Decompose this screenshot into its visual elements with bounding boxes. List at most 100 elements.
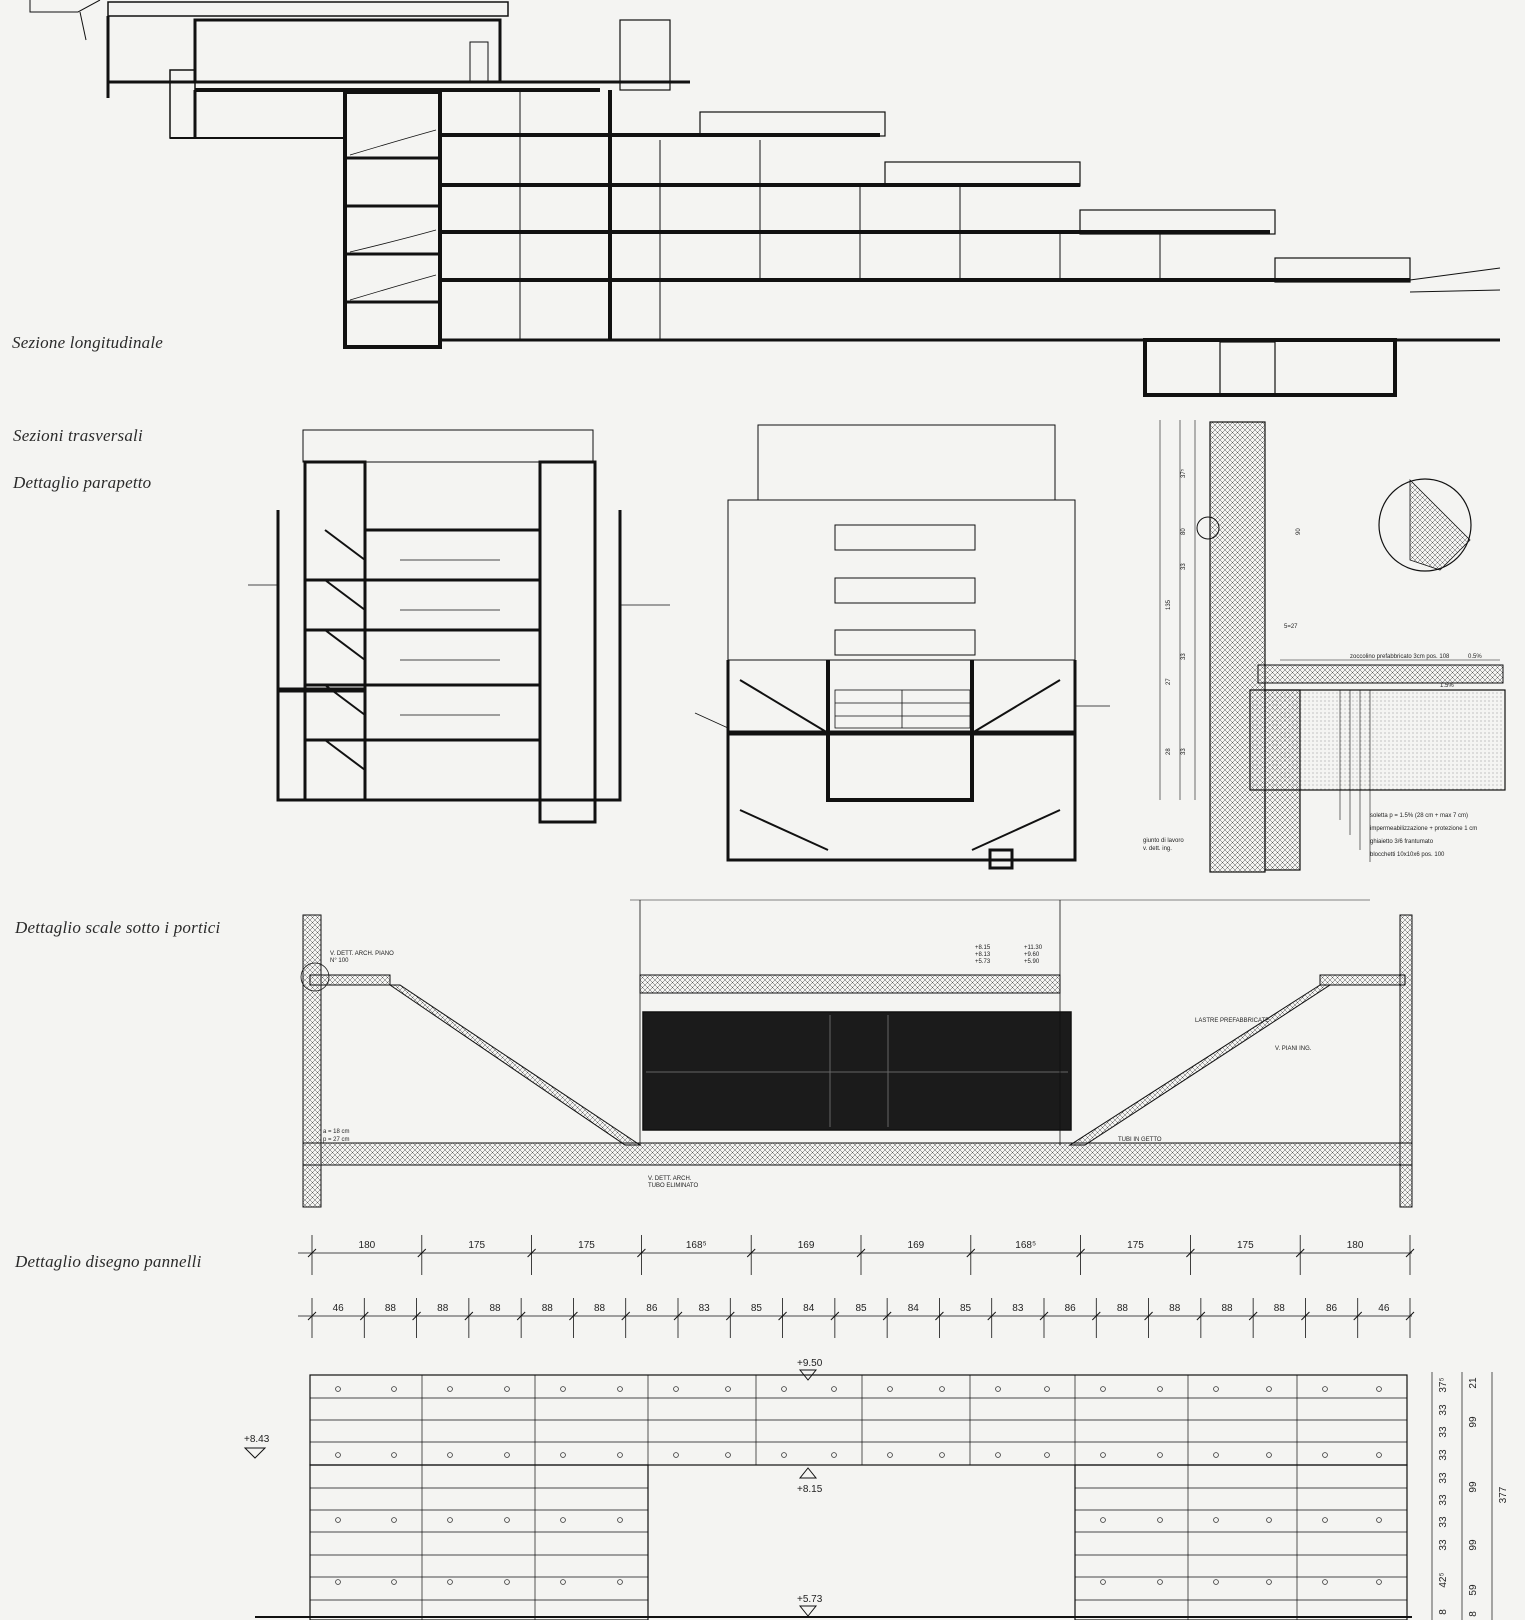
panel-fixing-hole	[725, 1452, 731, 1458]
panel-dim-top-tick-mark	[1076, 1248, 1085, 1258]
svg-text:giunto di lavoro: giunto di lavoro	[1143, 838, 1184, 844]
panel-dim-bottom-tick-mark	[987, 1311, 997, 1321]
panel-fixing-hole	[335, 1579, 341, 1585]
panel-dim-top-label: 175	[578, 1240, 595, 1251]
svg-text:impermeabilizzazione + protezi: impermeabilizzazione + protezione 1 cm	[1370, 826, 1477, 832]
panel-fixing-hole	[504, 1579, 510, 1585]
panel-right-dim-label: 99	[1468, 1539, 1479, 1551]
panel-fixing-hole	[560, 1452, 566, 1458]
svg-text:+9.50: +9.50	[797, 1358, 823, 1369]
svg-text:28: 28	[1166, 748, 1172, 755]
panel-dim-top-tick-mark	[856, 1248, 866, 1258]
panel-fixing-hole	[1322, 1386, 1328, 1392]
stairs-detail-drawing	[300, 899, 1413, 1208]
panel-fixing-hole	[391, 1579, 397, 1585]
svg-text:+5.90: +5.90	[1024, 959, 1040, 965]
panel-fixing-hole	[504, 1452, 510, 1458]
panel-dim-bottom-tick-mark	[516, 1311, 526, 1321]
panel-fixing-hole	[673, 1386, 679, 1392]
svg-text:90: 90	[1296, 528, 1302, 535]
panel-fixing-holes	[335, 1386, 1382, 1585]
level-marker-bottom: +5.73	[797, 1594, 823, 1617]
panel-dim-bottom-tick-mark	[464, 1311, 474, 1321]
panel-dim-bottom-tick-mark	[569, 1311, 578, 1321]
parapet-detail-drawing	[1159, 420, 1506, 873]
panel-dim-top-tick-mark	[527, 1248, 536, 1258]
panel-fixing-hole	[673, 1452, 679, 1458]
panel-dim-bottom-tick-mark	[882, 1311, 892, 1321]
panel-right-dim-label: 33	[1438, 1426, 1449, 1438]
panel-right-dim-label: 8	[1468, 1611, 1479, 1617]
panel-fixing-hole	[887, 1386, 893, 1392]
level-marker-left: +8.43	[243, 1434, 270, 1459]
panel-fixing-hole	[1157, 1517, 1163, 1523]
panel-right-dim-label: 33	[1438, 1494, 1449, 1506]
svg-text:TUBO ELIMINATO: TUBO ELIMINATO	[648, 1183, 698, 1189]
panel-fixing-hole	[447, 1386, 453, 1392]
panel-right-dim-label: 33	[1438, 1404, 1449, 1416]
svg-text:+5.73: +5.73	[797, 1594, 823, 1605]
panel-dim-bottom-label: 88	[1274, 1303, 1286, 1314]
parapet-dimension-labels: 37⁵ 80 90 33 135 33 27 28 33 5=27 zoccol…	[1143, 468, 1482, 858]
panel-fixing-hole	[1266, 1579, 1272, 1585]
panel-fixing-hole	[1100, 1517, 1106, 1523]
panel-right-dim-label: 33	[1438, 1472, 1449, 1484]
panel-dim-bottom-tick-mark	[1405, 1311, 1415, 1321]
panel-dim-bottom-label: 84	[908, 1303, 920, 1314]
panel-fixing-hole	[504, 1386, 510, 1392]
panel-fixing-hole	[617, 1579, 623, 1585]
panel-right-dim-label: 21	[1468, 1377, 1479, 1389]
svg-text:+8.15: +8.15	[797, 1484, 823, 1495]
panel-dim-bottom-tick-mark	[307, 1311, 317, 1321]
panel-dim-bottom-tick-mark	[725, 1311, 735, 1321]
panel-dim-top-label: 180	[359, 1240, 376, 1251]
panel-dim-bottom-tick-mark	[1301, 1311, 1310, 1321]
panel-fixing-hole	[1213, 1386, 1219, 1392]
panel-fixing-hole	[1044, 1452, 1050, 1458]
panel-fixing-hole	[939, 1386, 945, 1392]
panel-fixing-hole	[560, 1579, 566, 1585]
panel-dim-bottom-label: 88	[1169, 1303, 1181, 1314]
panel-dim-top-label: 169	[908, 1240, 925, 1251]
panel-fixing-hole	[781, 1452, 787, 1458]
panel-fixing-hole	[887, 1452, 893, 1458]
panel-dim-bottom-label: 88	[1221, 1303, 1233, 1314]
panel-fixing-hole	[391, 1452, 397, 1458]
panel-fixing-hole	[725, 1386, 731, 1392]
svg-text:5=27: 5=27	[1284, 624, 1298, 630]
panel-dim-bottom-label: 85	[960, 1303, 972, 1314]
svg-text:V. DETT. ARCH. PIANO: V. DETT. ARCH. PIANO	[330, 951, 394, 957]
caption-parapet-detail: Dettaglio parapetto	[13, 473, 152, 492]
panel-dim-bottom-label: 46	[333, 1303, 345, 1314]
panel-fixing-hole	[504, 1517, 510, 1523]
svg-text:+8.43: +8.43	[244, 1434, 270, 1445]
svg-text:ghiaietto 3/6 frantumato: ghiaietto 3/6 frantumato	[1370, 839, 1434, 845]
panel-fixing-hole	[1322, 1452, 1328, 1458]
panel-dim-bottom-tick-mark	[778, 1311, 787, 1321]
panel-dim-top-label: 169	[798, 1240, 815, 1251]
panel-fixing-hole	[781, 1386, 787, 1392]
svg-text:TUBI IN GETTO: TUBI IN GETTO	[1118, 1137, 1162, 1143]
panel-dim-bottom-label: 83	[699, 1303, 711, 1314]
panel-dim-bottom-label: 85	[855, 1303, 867, 1314]
svg-text:+5.73: +5.73	[975, 959, 991, 965]
svg-text:135: 135	[1166, 599, 1172, 610]
panel-fixing-hole	[831, 1452, 837, 1458]
panel-right-dim-label: 33	[1438, 1449, 1449, 1461]
panel-right-dim-label: 42⁵	[1438, 1572, 1449, 1587]
panel-fixing-hole	[617, 1386, 623, 1392]
transversal-section-a	[248, 429, 670, 824]
panel-fixing-hole	[560, 1386, 566, 1392]
svg-text:37⁵: 37⁵	[1180, 468, 1187, 478]
svg-text:soletta p = 1.5% (28 cm + ma: soletta p = 1.5% (28 cm + max 7 cm)	[1370, 813, 1468, 819]
panel-fixing-hole	[1376, 1386, 1382, 1392]
transversal-section-b	[694, 424, 1110, 870]
panel-right-dim-label: 37⁵	[1438, 1377, 1449, 1392]
panel-dim-top-tick-mark	[1295, 1248, 1305, 1258]
panel-fixing-hole	[617, 1452, 623, 1458]
panel-fixing-hole	[447, 1517, 453, 1523]
level-marker-top: +9.50	[797, 1358, 823, 1381]
panel-dim-top-tick-mark	[417, 1248, 427, 1258]
panel-dim-bottom-tick-mark	[673, 1311, 683, 1321]
svg-text:27: 27	[1166, 678, 1172, 685]
